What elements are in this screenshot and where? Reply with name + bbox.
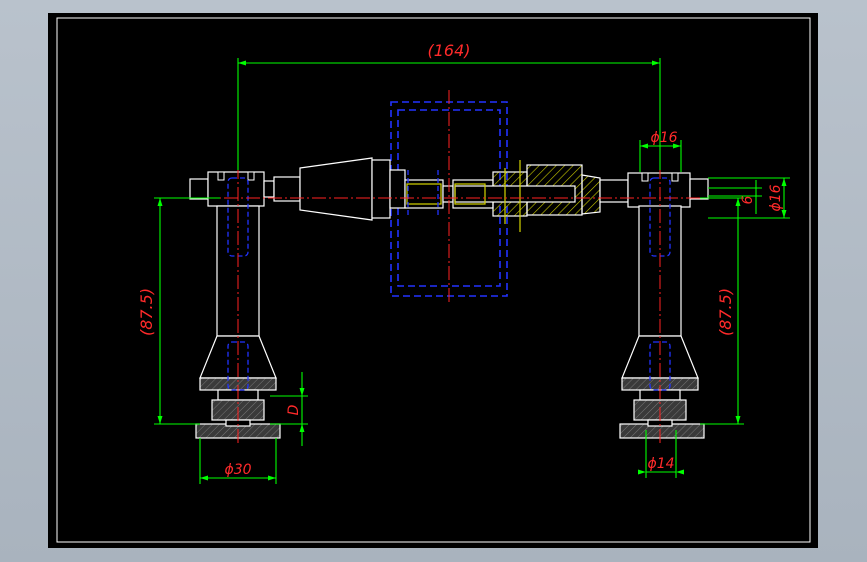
dim-right-side-small: 6 (740, 195, 756, 204)
dim-right-height: (87.5) (716, 288, 735, 336)
dim-left-base-diameter: ϕ30 (224, 462, 251, 478)
dim-left-base-height: D (286, 404, 302, 415)
dim-right-side-diameter: ϕ16 (768, 184, 784, 211)
dim-overall-width: (164) (427, 41, 470, 60)
dim-left-height: (87.5) (137, 288, 156, 336)
dimension-arrows (157, 60, 787, 481)
cad-drawing: (164) (87.5) (87.5) ϕ16 6 ϕ16 D ϕ30 ϕ14 (56, 17, 811, 543)
right-post (619, 205, 705, 439)
center-lines (180, 90, 715, 446)
drawing-border (56, 17, 811, 543)
drawing-canvas[interactable]: (164) (87.5) (87.5) ϕ16 6 ϕ16 D ϕ30 ϕ14 (48, 13, 818, 548)
dim-right-top-diameter: ϕ16 (650, 130, 677, 146)
dim-right-base-diameter: ϕ14 (647, 456, 674, 472)
hub-slots (217, 171, 679, 182)
